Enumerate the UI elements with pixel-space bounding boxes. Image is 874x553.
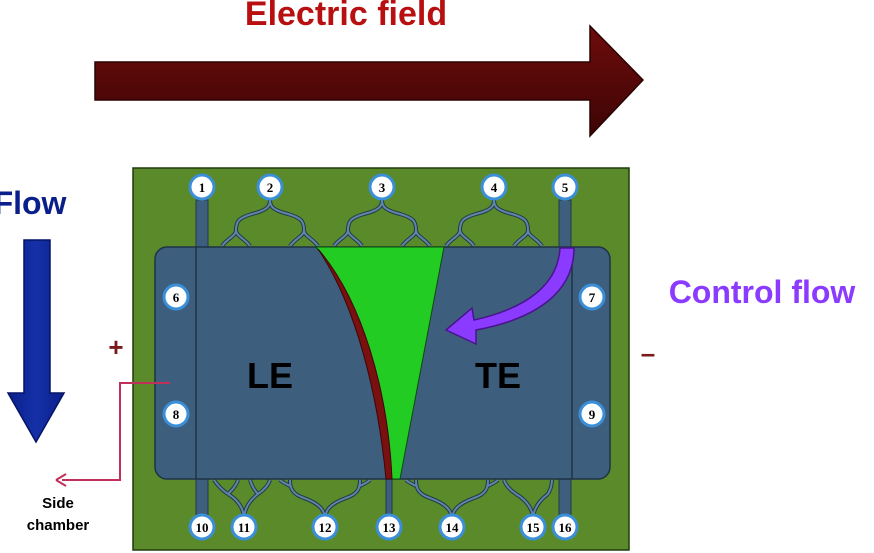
port-15-label: 15 [527, 520, 541, 535]
port-16-label: 16 [559, 520, 573, 535]
bottom-branch-network-fill [213, 479, 553, 521]
port-1-label: 1 [199, 180, 206, 195]
control-flow-arrow [444, 247, 575, 346]
top-branch-network-4-fill [445, 199, 543, 247]
te-label: TE [475, 355, 521, 396]
port-14: 14 [438, 513, 466, 541]
port-12: 12 [311, 513, 339, 541]
top-branch-network-3-fill [333, 199, 431, 247]
port-4: 4 [480, 173, 508, 201]
port-10: 10 [188, 513, 216, 541]
port-1: 1 [188, 173, 216, 201]
port-14-label: 14 [446, 520, 460, 535]
port-11-label: 11 [238, 520, 250, 535]
port-11: 11 [230, 513, 258, 541]
port-15: 15 [519, 513, 547, 541]
negative-electrode-label: – [641, 338, 655, 368]
port-9: 9 [578, 400, 606, 428]
port-13: 13 [375, 513, 403, 541]
port-2-label: 2 [267, 180, 274, 195]
port-5-label: 5 [562, 180, 569, 195]
port-9-label: 9 [589, 407, 596, 422]
side-chamber-arrowhead [55, 473, 67, 487]
le-te-boundary-band [317, 248, 393, 480]
side-chamber-label-line2: chamber [27, 517, 90, 534]
port-10-label: 10 [196, 520, 209, 535]
port-7-label: 7 [589, 290, 596, 305]
port-7: 7 [578, 283, 606, 311]
port-16: 16 [551, 513, 579, 541]
electric-field-arrow [94, 24, 645, 138]
port-4-label: 4 [491, 180, 498, 195]
port-3: 3 [368, 173, 396, 201]
port-6-label: 6 [173, 290, 180, 305]
port-8-label: 8 [173, 407, 180, 422]
flow-arrow [6, 239, 66, 444]
inlet-channels [195, 199, 572, 521]
port-13-label: 13 [383, 520, 397, 535]
le-label: LE [247, 355, 293, 396]
positive-electrode-label: + [108, 332, 123, 362]
control-flow-label: Control flow [669, 274, 856, 310]
side-chamber-line [62, 382, 170, 481]
port-2: 2 [256, 173, 284, 201]
flow-label: Flow [0, 185, 67, 221]
port-3-label: 3 [379, 180, 386, 195]
top-branch-network-2-fill [221, 199, 319, 247]
port-12-label: 12 [319, 520, 332, 535]
port-8: 8 [162, 400, 190, 428]
port-6: 6 [162, 283, 190, 311]
electric-field-label: Electric field [245, 0, 447, 33]
side-chamber-label-line1: Side [42, 495, 74, 512]
port-5: 5 [551, 173, 579, 201]
